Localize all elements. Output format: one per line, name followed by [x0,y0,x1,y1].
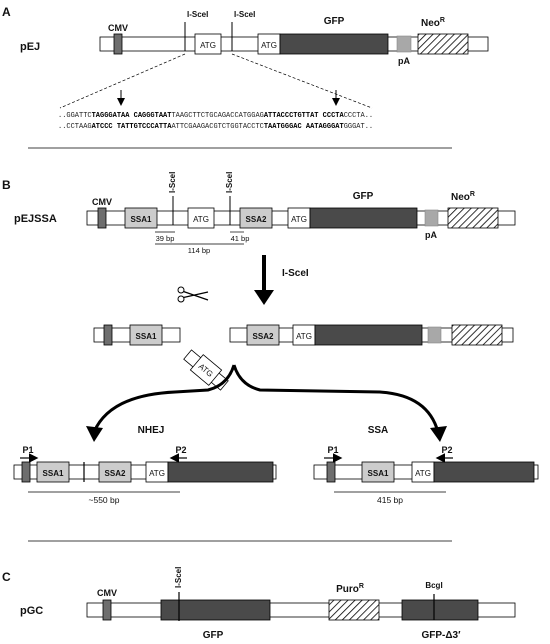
nhej-arrowhead [86,426,103,442]
pgc-puro-box [328,599,380,621]
pej-cmv-label: CMV [108,23,128,33]
frag-right-ssa2-box [246,324,280,346]
panel-b: B pEJSSA CMV SSA1 I-SceI ATG I-SceI SSA2… [2,172,539,542]
nhej-product-ssa2-box [98,461,132,483]
ssa-p1-label: P1 [327,445,338,455]
panel-label-b: B [2,178,11,192]
panel-a: A pEJ CMV I-SceI ATG I-SceI ATG GFP pA N… [2,5,489,149]
pgc-gfp-box [160,599,271,621]
frag-left-ssa1-label: SSA1 [136,332,157,341]
pejssa-cmv-label: CMV [92,197,112,207]
nhej-product-atg-label: ATG [149,469,165,478]
ssa-product-cmv [326,461,336,483]
frag-right-pa-box [427,326,442,344]
pejssa-neo-box [447,207,499,229]
pejssa-bp114: 114 bp [188,246,210,255]
pejssa-atg-label-2: ATG [291,215,307,224]
pejssa-atg-box-1 [187,207,215,229]
pgc-isce-label: I-SceI [174,567,183,588]
pejssa-ssa2-label: SSA2 [246,215,267,224]
ssa-arrowhead [430,426,447,442]
pejssa-pa-label: pA [425,230,437,240]
cut-label: I-SceI [282,268,309,279]
pejssa-atg-label-1: ATG [193,215,209,224]
pgc-bcgi-label: BcgI [425,581,442,590]
frag-right-gfp-box [314,324,423,346]
frag-left-cmv [103,324,113,346]
ssa-product-atg-label: ATG [415,469,431,478]
pejssa-neo-label: NeoR [451,191,475,203]
pejssa-ssa1-label: SSA1 [131,215,152,224]
pej-atg-label-2: ATG [261,41,277,50]
pgc-cmv-label: CMV [97,588,117,598]
nhej-label: NHEJ [138,425,165,436]
pgc-cmv-box [102,599,112,621]
panel-label-c: C [2,570,11,584]
pejssa-gfp-box [309,207,418,229]
excised-fragment: ATG [183,349,229,391]
nhej-product-ssa1-label: SSA1 [43,469,64,478]
ssa-p2-label: P2 [441,445,452,455]
pej-gfp-box [279,33,389,55]
ssa-path [232,364,440,433]
pejssa-ssa2-box [239,207,273,229]
pej-isce-label-1: I-SceI [187,10,208,19]
frag-right-ssa2-label: SSA2 [253,332,274,341]
pejssa-name: pEJSSA [14,213,57,225]
ssa-product-ssa1-box [361,461,395,483]
nhej-product-gfp-box [167,461,274,483]
panel-c: C pGC CMV I-SceI GFP PuroR BcgI GFP-Δ3′ [2,567,516,641]
frag-right-neo-box [451,324,503,346]
pej-name: pEJ [20,41,40,53]
pejssa-cmv-box [97,207,107,229]
pej-seq-top: ..GGATTCTAGGGATAA CAGGGTAATTAAGCTTCTGCAG… [58,112,373,120]
ssa-label: SSA [368,425,389,436]
pej-neo-label: NeoR [421,17,445,29]
pejssa-bp39: 39 bp [156,234,175,243]
pej-pa-box [396,35,412,53]
frag-right-atg-label: ATG [296,332,312,341]
pgc-gfp-d3-label: GFP-Δ3′ [421,630,461,641]
pej-seq-bottom: ..CCTAAGATCCC TATTGTCCCATTAATTCGAAGACGTC… [58,123,373,131]
nhej-p1-label: P1 [22,445,33,455]
ssa-product-gfp-box [433,461,535,483]
pgc-gfp-d3-box [401,599,479,621]
pej-isce-label-2: I-SceI [234,10,255,19]
pej-pa-label: pA [398,56,410,66]
pejssa-bp41: 41 bp [231,234,250,243]
pejssa-ssa1-box [124,207,158,229]
panel-label-a: A [2,5,11,19]
pej-atg-label-1: ATG [200,41,216,50]
scissors-icon [177,286,209,303]
nhej-product-ssa1-box [36,461,70,483]
pej-neo-box [417,33,469,55]
pej-gfp-label: GFP [324,16,345,27]
ssa-size-label: 415 bp [377,495,403,505]
nhej-size-label: ~550 bp [89,495,120,505]
pgc-puro-label: PuroR [336,583,364,595]
pej-cmv-box [113,33,123,55]
ssa-product-ssa1-label: SSA1 [368,469,389,478]
nhej-p2-label: P2 [175,445,186,455]
pej-zoom-line-left [59,53,186,109]
pej-zoom-line-right [231,53,373,109]
pgc-gfp-label: GFP [203,630,224,641]
nhej-product-cmv [21,461,31,483]
pejssa-pa-box [424,209,439,227]
nhej-path [92,364,236,433]
pej-atg-box-1 [194,33,222,55]
cut-arrow-head [254,290,274,305]
pgc-name: pGC [20,605,43,617]
pejssa-gfp-label: GFP [353,191,374,202]
pejssa-isce-label-2: I-SceI [225,172,234,193]
pejssa-isce-label-1: I-SceI [168,172,177,193]
frag-left-ssa1-box [129,324,163,346]
nhej-product-ssa2-label: SSA2 [105,469,126,478]
